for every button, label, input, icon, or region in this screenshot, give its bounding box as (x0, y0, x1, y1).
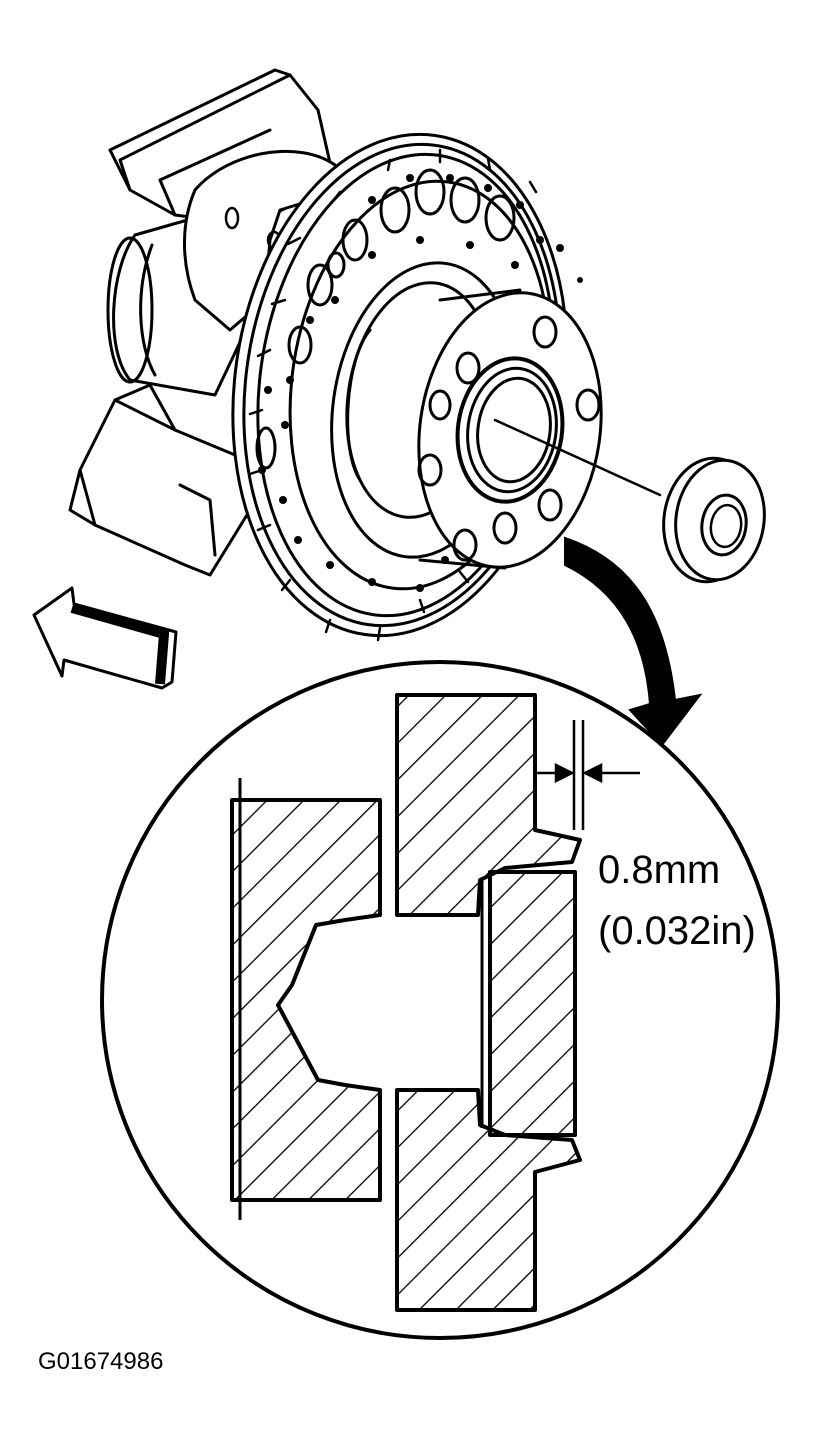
cross-section-detail: 0.8mm (0.032in) (100, 660, 780, 1340)
crank-web-lower (78, 398, 252, 577)
pilot-bearing (662, 456, 766, 584)
dimension-metric-label: 0.8mm (598, 848, 720, 892)
figure-id: G01674986 (38, 1348, 164, 1375)
crankshaft-assembly (68, 68, 766, 642)
crankshaft-section (230, 798, 382, 1202)
dimension-indicator (535, 720, 640, 830)
engine-front-arrow-icon (32, 586, 178, 690)
pilot-bearing-section (488, 870, 577, 1137)
hub-flange-upper (395, 693, 582, 917)
hub-flange-lower (395, 1088, 582, 1312)
dimension-imperial-label: (0.032in) (598, 909, 756, 953)
